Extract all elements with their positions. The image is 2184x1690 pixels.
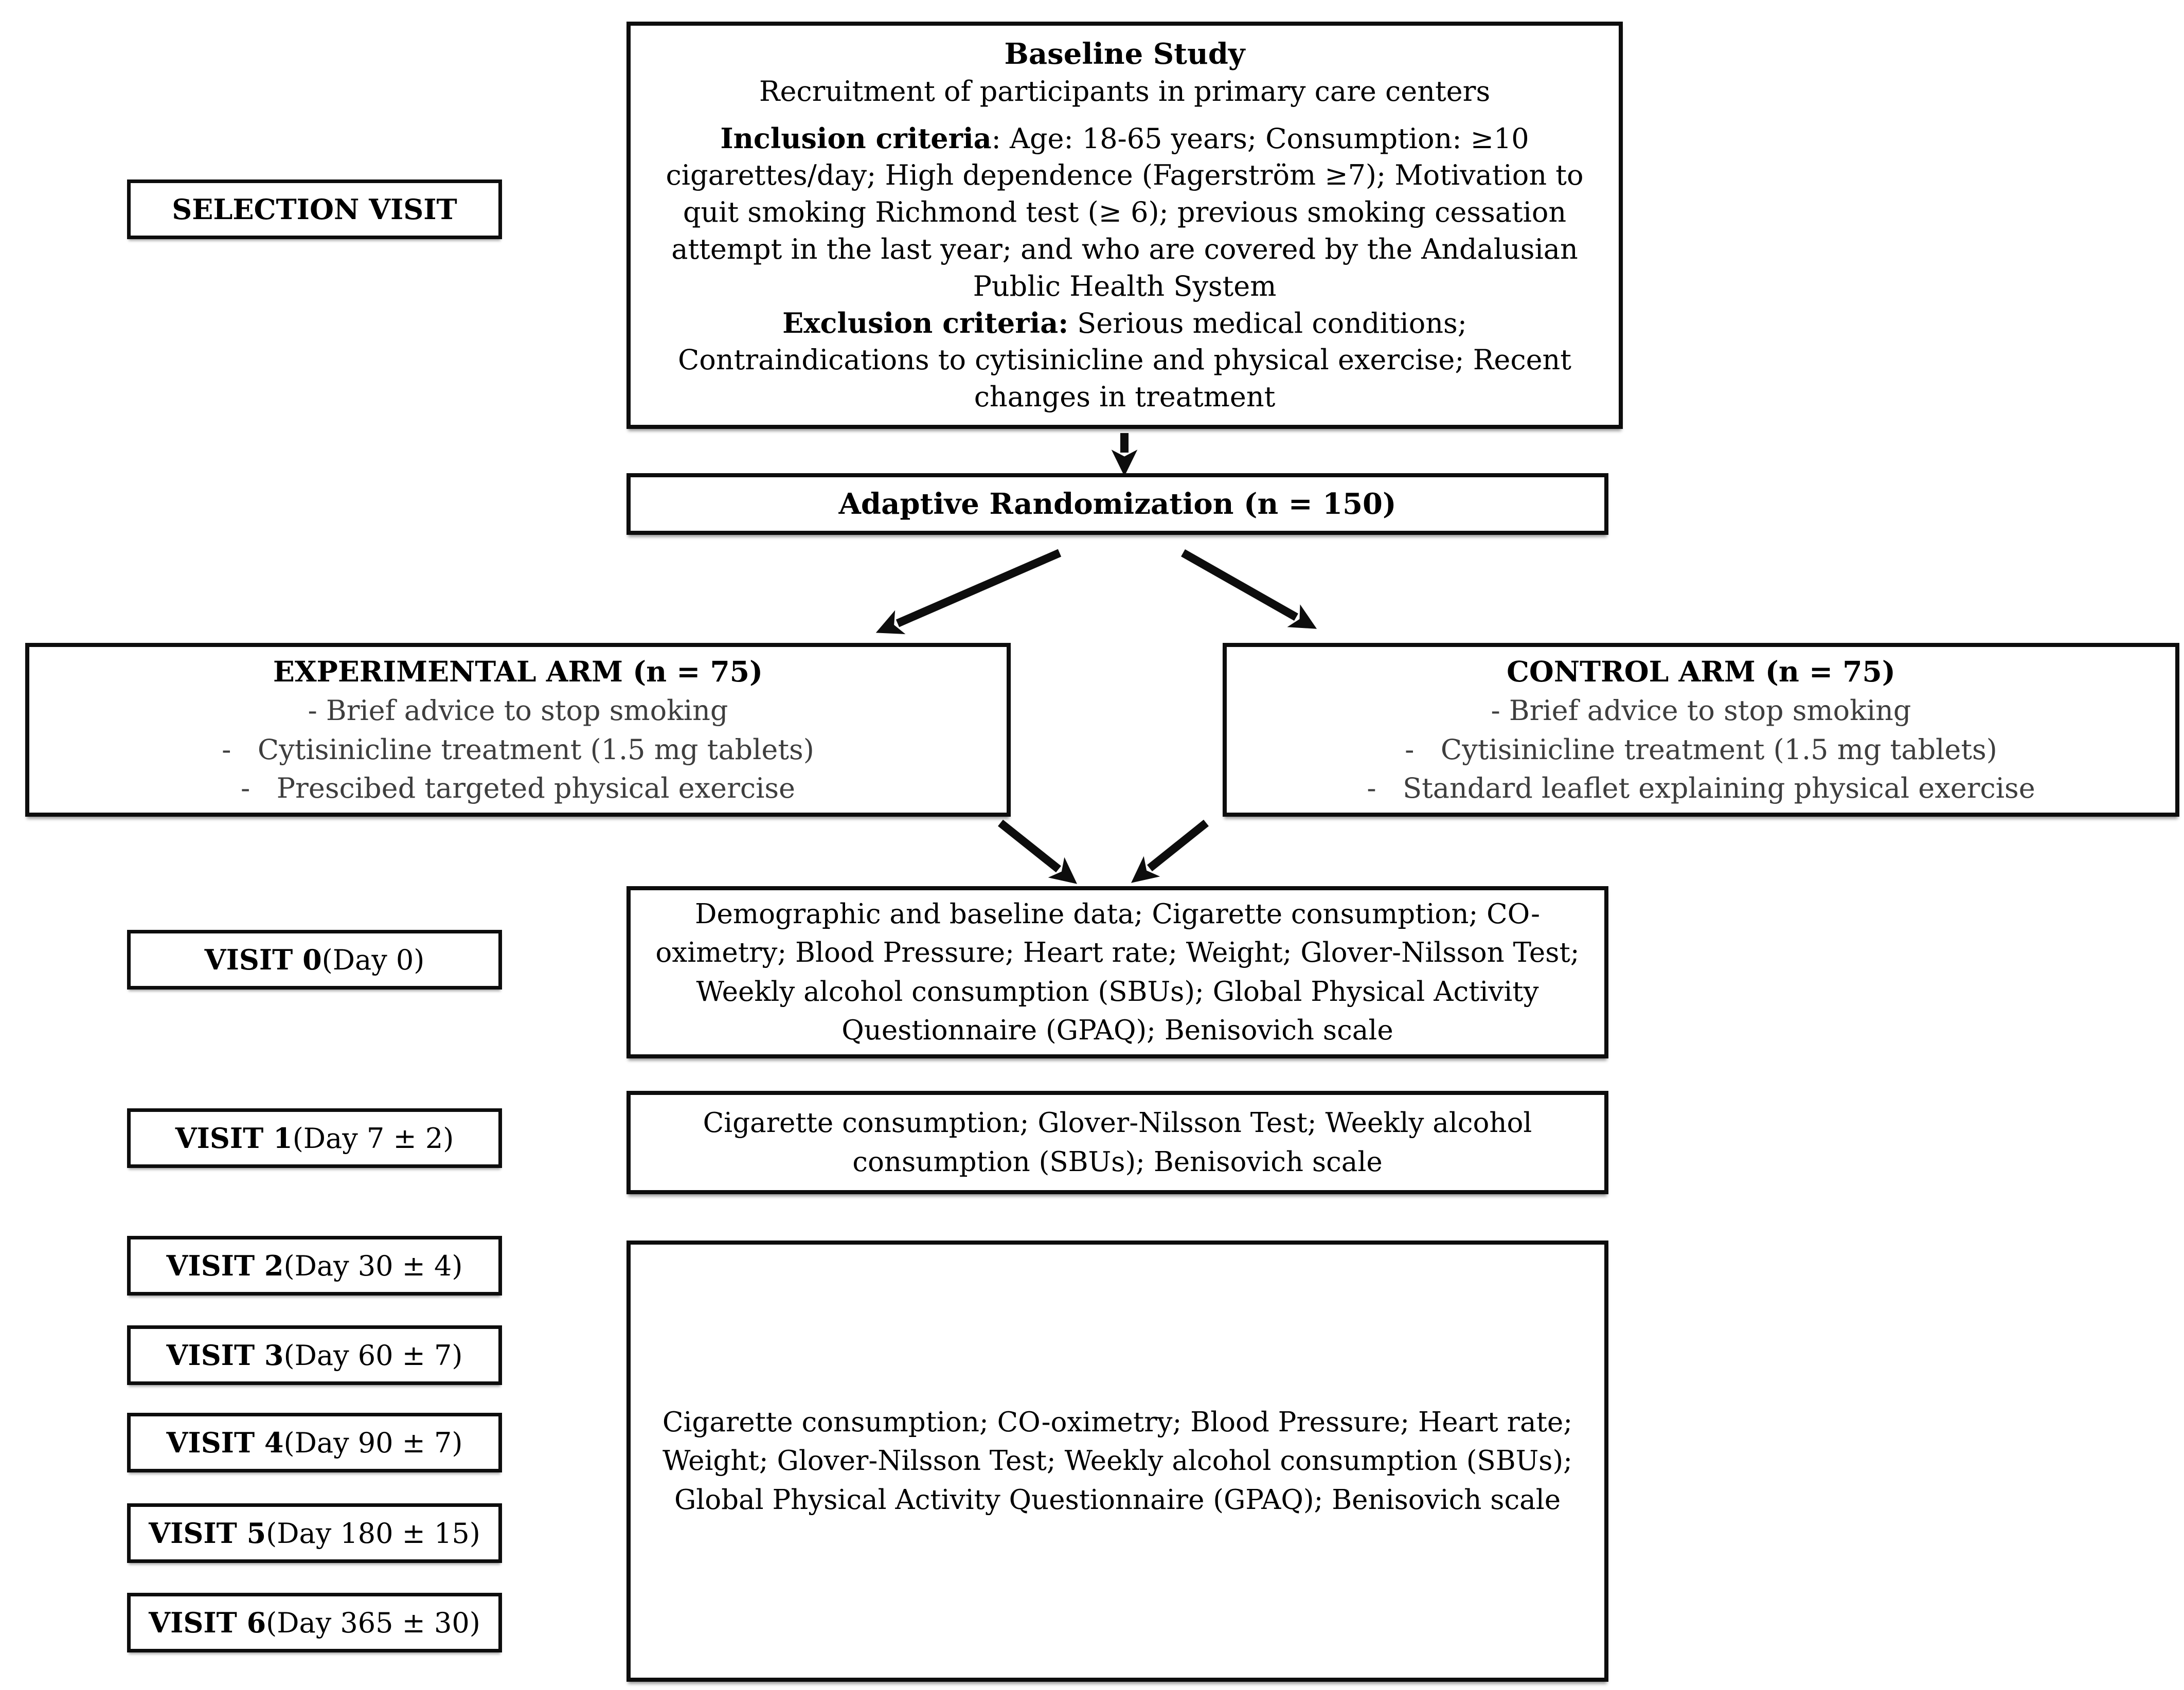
arrow-randomization-to-experimental bbox=[875, 549, 1062, 634]
visit2-label: VISIT 2 (Day 30 ± 4) bbox=[127, 1236, 502, 1296]
inclusion-criteria-label: Inclusion criteria bbox=[720, 121, 992, 155]
visits2to6-content-text: Cigarette consumption; CO-oximetry; Bloo… bbox=[662, 1407, 1573, 1516]
arrow-randomization-to-control bbox=[1181, 549, 1317, 629]
experimental-arm-item: - Cytisinicline treatment (1.5 mg tablet… bbox=[222, 733, 814, 766]
visit0-label-rest: (Day 0) bbox=[321, 943, 425, 976]
selection-visit-text: SELECTION VISIT bbox=[172, 193, 457, 226]
visit6-label-rest: (Day 365 ± 30) bbox=[266, 1606, 480, 1639]
arrow-control-to-visit0 bbox=[1131, 819, 1209, 883]
visits2to6-content-box: Cigarette consumption; CO-oximetry; Bloo… bbox=[626, 1240, 1608, 1682]
visit4-label-rest: (Day 90 ± 7) bbox=[283, 1426, 463, 1459]
experimental-arm-item: - Brief advice to stop smoking bbox=[308, 694, 728, 727]
selection-visit-label: SELECTION VISIT bbox=[127, 179, 502, 239]
exclusion-criteria: Exclusion criteria: Serious medical cond… bbox=[653, 305, 1596, 416]
visit5-label-bold: VISIT 5 bbox=[149, 1517, 266, 1550]
visit6-label: VISIT 6 (Day 365 ± 30) bbox=[127, 1593, 502, 1652]
baseline-study-box: Baseline Study Recruitment of participan… bbox=[626, 22, 1623, 429]
visit4-label: VISIT 4 (Day 90 ± 7) bbox=[127, 1413, 502, 1472]
control-arm-title: CONTROL ARM (n = 75) bbox=[1507, 655, 1895, 689]
baseline-title: Baseline Study bbox=[1004, 37, 1245, 71]
control-arm-item: - Brief advice to stop smoking bbox=[1491, 694, 1911, 727]
arrow-experimental-to-visit0 bbox=[998, 819, 1078, 884]
visit1-content-box: Cigarette consumption; Glover-Nilsson Te… bbox=[626, 1091, 1608, 1194]
control-arm-item: - Standard leaflet explaining physical e… bbox=[1367, 772, 2035, 805]
visit6-label-bold: VISIT 6 bbox=[149, 1606, 266, 1639]
visit2-label-rest: (Day 30 ± 4) bbox=[283, 1249, 463, 1282]
visit0-label: VISIT 0 (Day 0) bbox=[127, 930, 502, 990]
exclusion-criteria-text: Serious medical conditions; Contraindica… bbox=[677, 307, 1572, 413]
experimental-arm-item: - Prescibed targeted physical exercise bbox=[240, 772, 796, 805]
visit5-label-rest: (Day 180 ± 15) bbox=[266, 1517, 480, 1550]
visit0-content-text: Demographic and baseline data; Cigarette… bbox=[655, 898, 1580, 1046]
randomization-text: Adaptive Randomization (n = 150) bbox=[838, 487, 1397, 521]
visit2-label-bold: VISIT 2 bbox=[166, 1249, 284, 1282]
visit5-label: VISIT 5 (Day 180 ± 15) bbox=[127, 1503, 502, 1563]
visit4-label-bold: VISIT 4 bbox=[166, 1426, 284, 1459]
visit0-content-box: Demographic and baseline data; Cigarette… bbox=[626, 886, 1608, 1058]
inclusion-criteria: Inclusion criteria: Age: 18-65 years; Co… bbox=[653, 120, 1596, 305]
inclusion-criteria-text: : Age: 18-65 years; Consumption: ≥10 cig… bbox=[666, 122, 1584, 302]
baseline-subtitle: Recruitment of participants in primary c… bbox=[759, 75, 1491, 108]
visit3-label: VISIT 3 (Day 60 ± 7) bbox=[127, 1325, 502, 1385]
adaptive-randomization-box: Adaptive Randomization (n = 150) bbox=[626, 473, 1608, 535]
visit0-label-bold: VISIT 0 bbox=[204, 943, 322, 976]
visit1-label: VISIT 1 (Day 7 ± 2) bbox=[127, 1108, 502, 1168]
visit1-content-text: Cigarette consumption; Glover-Nilsson Te… bbox=[703, 1107, 1532, 1178]
experimental-arm-box: EXPERIMENTAL ARM (n = 75) - Brief advice… bbox=[25, 643, 1011, 817]
control-arm-item: - Cytisinicline treatment (1.5 mg tablet… bbox=[1405, 733, 1997, 766]
exclusion-criteria-label: Exclusion criteria: bbox=[782, 306, 1069, 339]
visit1-label-bold: VISIT 1 bbox=[175, 1122, 293, 1155]
visit1-label-rest: (Day 7 ± 2) bbox=[292, 1122, 454, 1155]
visit3-label-bold: VISIT 3 bbox=[166, 1339, 284, 1372]
experimental-arm-title: EXPERIMENTAL ARM (n = 75) bbox=[273, 655, 763, 689]
visit3-label-rest: (Day 60 ± 7) bbox=[283, 1339, 463, 1372]
control-arm-box: CONTROL ARM (n = 75) - Brief advice to s… bbox=[1223, 643, 2179, 817]
